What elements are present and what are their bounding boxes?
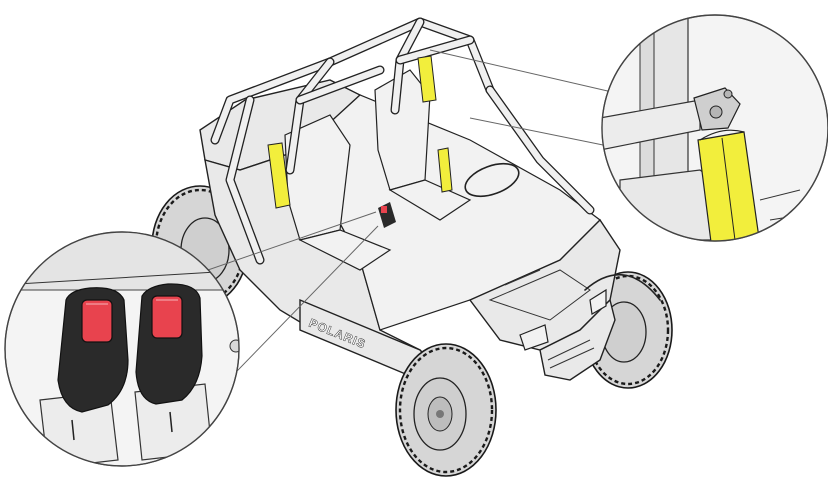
left-buckle <box>57 287 129 413</box>
left-buckle-release <box>81 299 113 343</box>
right-buckle <box>135 283 203 405</box>
shoulder-anchor-callout <box>601 14 828 242</box>
roll-cage <box>210 17 595 265</box>
seats <box>284 69 472 271</box>
right-buckle-release <box>151 295 183 339</box>
steering-wheel <box>464 162 520 198</box>
vehicle-body: POLARIS <box>199 79 661 381</box>
front-left-wheel <box>395 343 497 477</box>
vehicle-seatbelts <box>267 55 453 228</box>
